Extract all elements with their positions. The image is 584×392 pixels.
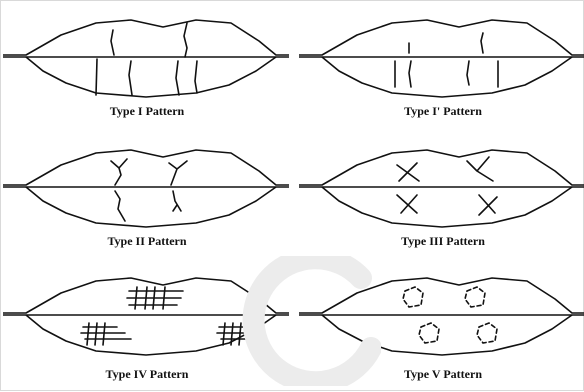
crack-line xyxy=(481,33,483,53)
crack-line xyxy=(397,195,417,213)
circular-lesion xyxy=(403,287,423,307)
caption-type-3: Type III Pattern xyxy=(297,234,584,249)
crack-line xyxy=(479,195,497,215)
caption-type-1: Type I Pattern xyxy=(1,104,293,119)
crack-line xyxy=(184,23,187,57)
crack-line xyxy=(96,59,97,95)
lip-diagram-type-2 xyxy=(3,150,289,227)
crack-line xyxy=(129,61,132,95)
crack-line xyxy=(169,161,187,185)
crack-line xyxy=(195,61,197,93)
crack-network xyxy=(81,323,131,345)
lip-diagram-type-3 xyxy=(299,150,584,227)
crack-line xyxy=(397,163,419,181)
crack-line xyxy=(467,157,493,181)
circular-lesion xyxy=(419,323,439,343)
lip-outline xyxy=(3,20,289,97)
caption-type-1-prime: Type I' Pattern xyxy=(297,104,584,119)
circular-lesion xyxy=(465,287,485,307)
crack-line xyxy=(409,61,411,87)
crack-line xyxy=(176,61,179,95)
crack-line xyxy=(111,159,127,185)
crack-line xyxy=(111,30,114,55)
crack-line xyxy=(467,61,469,85)
lip-diagram-type-1-prime xyxy=(299,20,584,97)
crack-line xyxy=(115,191,125,221)
crack-network xyxy=(127,287,183,309)
lip-outline xyxy=(299,20,584,97)
lip-outline xyxy=(299,150,584,227)
caption-type-5: Type V Pattern xyxy=(297,367,584,382)
lip-outline xyxy=(3,150,289,227)
circular-lesion xyxy=(477,323,497,343)
crack-line xyxy=(173,191,181,211)
caption-type-2: Type II Pattern xyxy=(1,234,293,249)
caption-type-4: Type IV Pattern xyxy=(1,367,293,382)
lip-diagram-type-1 xyxy=(3,20,289,97)
